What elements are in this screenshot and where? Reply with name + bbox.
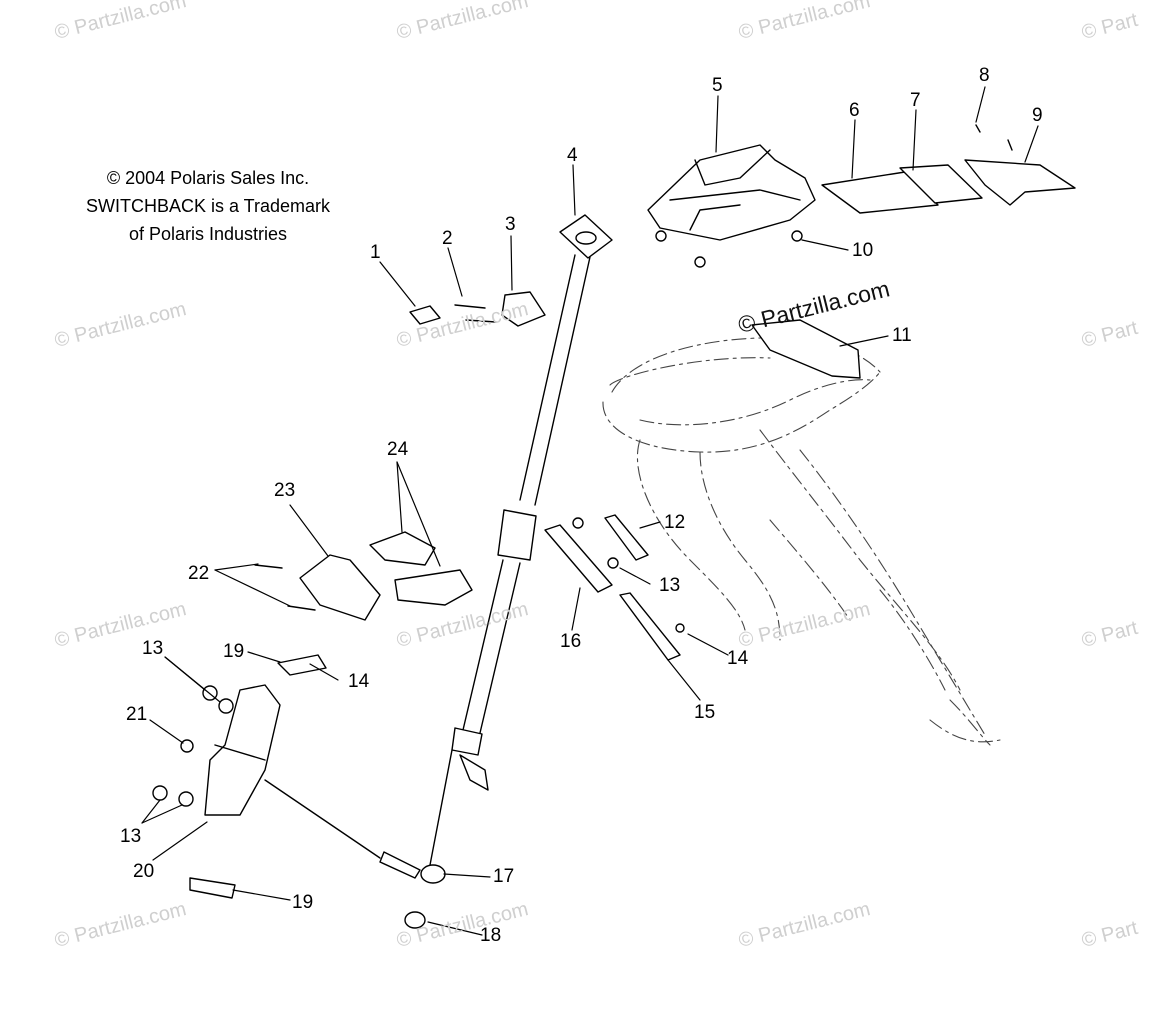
callout-label: 13 [120, 826, 142, 847]
callout-label: 8 [979, 65, 990, 86]
callout-label: 1 [370, 242, 381, 263]
callout-label: 5 [712, 75, 723, 96]
callout-label: 13 [659, 575, 681, 596]
chassis-outline [602, 337, 1001, 746]
callout-label: 16 [560, 631, 582, 652]
callout-label: 7 [910, 90, 921, 111]
callout-label: 12 [664, 512, 686, 533]
callout-label: 4 [567, 145, 578, 166]
plate-19-lower [189, 877, 236, 899]
callout-label: 19 [292, 892, 314, 913]
copyright-notice: © 2004 Polaris Sales Inc. SWITCHBACK is … [58, 164, 358, 248]
trademark-line: SWITCHBACK is a Trademark [85, 196, 331, 216]
clamp-parts [409, 291, 546, 327]
callout-label: 2 [442, 228, 453, 249]
callout-label: 18 [480, 925, 502, 946]
tie-rod [264, 779, 446, 884]
plate-19-upper [277, 654, 327, 676]
trademark-owner-line: of Polaris Industries [128, 224, 288, 244]
nut-18 [404, 911, 426, 929]
hand-guard-parts [254, 531, 473, 621]
copyright-line: © 2004 Polaris Sales Inc. [106, 168, 310, 188]
brake-parts [544, 514, 685, 661]
callout-label: 22 [188, 563, 210, 584]
callout-label: 9 [1032, 105, 1043, 126]
callout-label: 14 [727, 648, 749, 669]
handlebar-pads [821, 124, 1076, 214]
callout-label: 19 [223, 641, 245, 662]
callout-label: 17 [493, 866, 515, 887]
handlebar-cover [647, 144, 816, 268]
callout-label: 10 [852, 240, 874, 261]
callout-label: 24 [387, 439, 409, 460]
callout-label: 13 [142, 638, 164, 659]
callout-label: 21 [126, 704, 148, 725]
callout-label: 3 [505, 214, 516, 235]
callout-label: 20 [133, 861, 155, 882]
callout-label: 6 [849, 100, 860, 121]
part-11-bracket [751, 319, 861, 379]
steering-post [429, 214, 613, 866]
callout-label: 23 [274, 480, 296, 501]
callout-label: 11 [892, 325, 912, 346]
leader-lines [141, 86, 1039, 936]
callout-label: 15 [694, 702, 716, 723]
callout-label: 14 [348, 671, 370, 692]
mount-bracket [152, 684, 281, 816]
